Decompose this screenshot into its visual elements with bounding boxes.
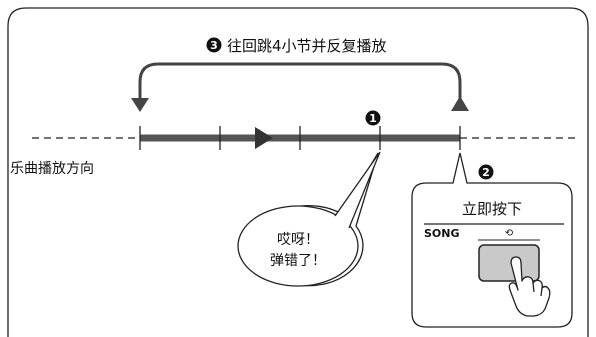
speech-bubble-line2: 弹错了！	[270, 253, 326, 269]
speech-bubble-line1: 哎呀！	[277, 232, 319, 248]
panel-title: 立即按下	[462, 200, 522, 218]
badge-three-number: 3	[210, 39, 218, 52]
loop-up-arrowhead	[451, 96, 469, 111]
measure-ticks	[139, 126, 461, 150]
loop-label: 3 往回跳4小节并反复播放	[206, 37, 387, 55]
repeat-icon: ⟲	[505, 228, 514, 239]
pressing-hand-icon	[508, 256, 551, 317]
playback-direction-label: 乐曲播放方向	[10, 161, 94, 177]
badge-one-number: 1	[369, 112, 377, 125]
loop-down-arrowhead	[131, 98, 149, 112]
badge-three	[206, 37, 222, 53]
speech-bubble-body	[237, 205, 359, 287]
loop-arrow	[138, 62, 462, 104]
speech-bubble-tail-join	[336, 216, 348, 227]
song-label: SONG	[424, 227, 460, 240]
play-direction-arrow	[255, 127, 273, 149]
badge-one	[365, 110, 381, 126]
loop-label-text: 往回跳4小节并反复播放	[227, 37, 387, 55]
song-repeat-button[interactable]	[478, 244, 540, 282]
outer-frame	[7, 7, 589, 337]
badge-two	[478, 164, 494, 180]
speech-bubble-tail	[334, 151, 381, 229]
badge-two-number: 2	[482, 166, 490, 179]
